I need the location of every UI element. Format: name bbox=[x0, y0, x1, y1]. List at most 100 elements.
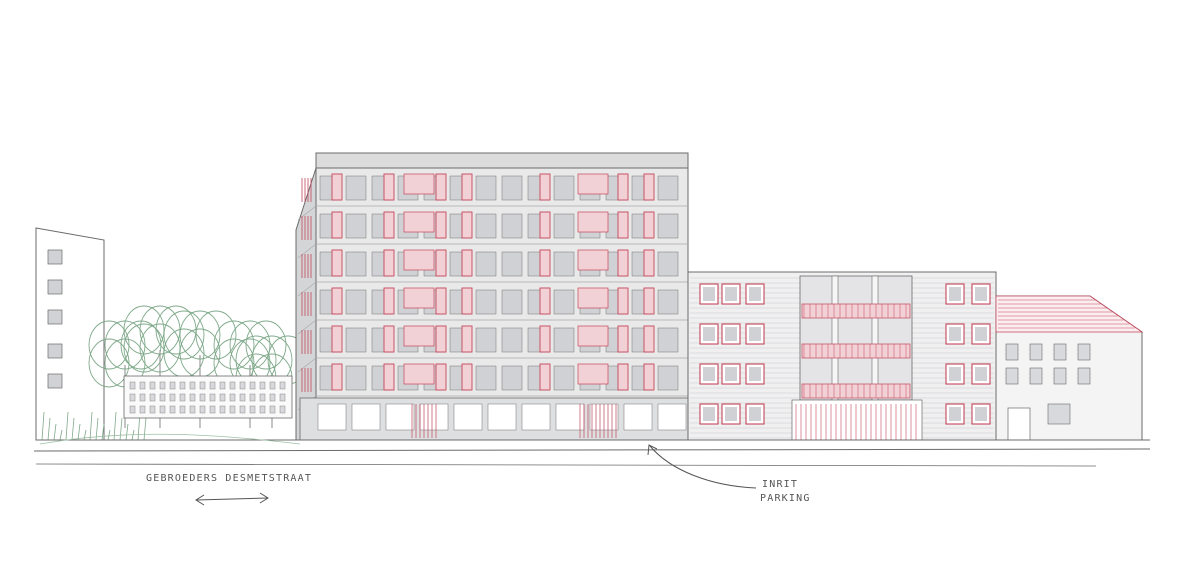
red-shutter bbox=[383, 325, 395, 353]
shrub bbox=[71, 417, 75, 441]
red-shutter bbox=[539, 211, 551, 239]
window bbox=[149, 405, 156, 414]
red-shutter bbox=[617, 287, 629, 315]
right-old-building bbox=[995, 295, 1144, 441]
window-glass bbox=[949, 367, 961, 381]
shrub bbox=[47, 417, 51, 441]
window bbox=[475, 327, 497, 353]
window bbox=[219, 405, 226, 414]
floor-line bbox=[297, 243, 317, 259]
shrub bbox=[59, 429, 63, 441]
tree-canopy bbox=[104, 320, 146, 370]
parking-label: PARKING bbox=[760, 493, 811, 504]
window bbox=[501, 365, 523, 391]
red-shutter bbox=[461, 173, 473, 201]
red-shutter bbox=[539, 287, 551, 315]
window bbox=[47, 249, 63, 265]
red-shutter bbox=[643, 287, 655, 315]
window bbox=[279, 405, 286, 414]
window bbox=[553, 365, 575, 391]
window bbox=[269, 381, 276, 390]
balcony bbox=[577, 325, 609, 347]
column bbox=[831, 275, 839, 401]
window bbox=[657, 289, 679, 315]
window bbox=[239, 393, 246, 402]
red-shutter bbox=[539, 325, 551, 353]
red-shutter bbox=[383, 173, 395, 201]
window-glass bbox=[725, 407, 737, 421]
shop-window bbox=[555, 403, 585, 431]
low-background-building bbox=[123, 375, 293, 419]
shrub bbox=[125, 423, 129, 441]
window bbox=[657, 365, 679, 391]
shrub bbox=[101, 423, 105, 441]
window bbox=[269, 405, 276, 414]
window bbox=[179, 405, 186, 414]
red-shutter bbox=[383, 211, 395, 239]
window bbox=[657, 251, 679, 277]
window bbox=[475, 289, 497, 315]
window-glass bbox=[975, 287, 987, 301]
window bbox=[657, 327, 679, 353]
window bbox=[345, 327, 367, 353]
balcony-rail bbox=[801, 303, 911, 319]
window-glass bbox=[703, 327, 715, 341]
shop-window bbox=[317, 403, 347, 431]
window bbox=[139, 393, 146, 402]
red-shutter bbox=[435, 325, 447, 353]
window bbox=[501, 213, 523, 239]
window-glass bbox=[975, 407, 987, 421]
red-shutter bbox=[461, 363, 473, 391]
red-shutter bbox=[461, 211, 473, 239]
window bbox=[1077, 343, 1091, 361]
window-glass bbox=[949, 287, 961, 301]
tree-canopy bbox=[213, 320, 255, 370]
red-shutter bbox=[617, 363, 629, 391]
shop-window bbox=[657, 403, 687, 431]
shop-window bbox=[623, 403, 653, 431]
window-glass bbox=[749, 287, 761, 301]
window bbox=[345, 365, 367, 391]
balcony bbox=[577, 363, 609, 385]
tree-canopy bbox=[195, 310, 237, 360]
tree-canopy bbox=[179, 310, 221, 360]
red-shutter bbox=[331, 211, 343, 239]
tree-canopy bbox=[123, 305, 165, 355]
window bbox=[475, 213, 497, 239]
window bbox=[259, 405, 266, 414]
window-glass bbox=[703, 407, 715, 421]
red-shutter bbox=[643, 249, 655, 277]
window-glass bbox=[703, 287, 715, 301]
shop-window bbox=[521, 403, 551, 431]
entry-label: INRIT bbox=[762, 479, 799, 490]
red-shutter bbox=[461, 287, 473, 315]
window bbox=[139, 405, 146, 414]
red-shutter bbox=[383, 287, 395, 315]
tree-canopy bbox=[229, 320, 271, 370]
window bbox=[159, 393, 166, 402]
balcony bbox=[403, 173, 435, 195]
window bbox=[279, 381, 286, 390]
window bbox=[553, 213, 575, 239]
window bbox=[475, 365, 497, 391]
floor-line bbox=[297, 281, 317, 297]
parking-arrow-icon bbox=[647, 444, 757, 489]
floor-line bbox=[297, 357, 317, 373]
window-glass bbox=[949, 327, 961, 341]
window bbox=[475, 175, 497, 201]
shrub bbox=[89, 411, 93, 441]
window-glass bbox=[975, 327, 987, 341]
middle-building bbox=[687, 271, 997, 441]
window bbox=[209, 405, 216, 414]
window-glass bbox=[749, 407, 761, 421]
shop-window bbox=[385, 403, 415, 431]
window bbox=[199, 393, 206, 402]
window bbox=[219, 393, 226, 402]
window-glass bbox=[949, 407, 961, 421]
window bbox=[259, 393, 266, 402]
balcony bbox=[577, 173, 609, 195]
window bbox=[1029, 367, 1043, 385]
red-shutter bbox=[435, 363, 447, 391]
red-shutter bbox=[461, 325, 473, 353]
